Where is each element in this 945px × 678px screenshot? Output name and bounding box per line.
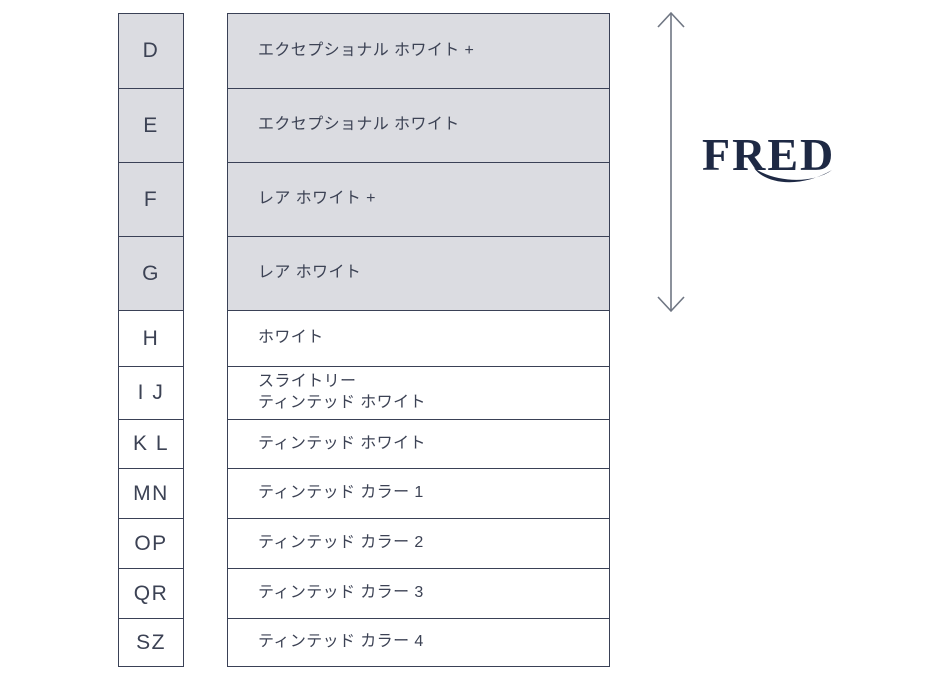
letter-cell-qr: QR bbox=[119, 569, 183, 619]
fred-logo-swash bbox=[754, 168, 832, 183]
letter-cell-h: H bbox=[119, 311, 183, 367]
label-band-f: レア ホワイト + bbox=[228, 163, 609, 237]
double-arrow-icon bbox=[657, 11, 685, 313]
letter-cell-mn: MN bbox=[119, 469, 183, 519]
label-band-e: エクセプショナル ホワイト bbox=[228, 89, 609, 163]
letter-cell-d: D bbox=[119, 14, 183, 89]
label-band-qr: ティンテッド カラー 3 bbox=[228, 569, 609, 619]
label-band-sz: ティンテッド カラー 4 bbox=[228, 619, 609, 666]
letter-cell-ij: I J bbox=[119, 367, 183, 420]
letter-cell-e: E bbox=[119, 89, 183, 163]
label-band-ij: スライトリー ティンテッド ホワイト bbox=[228, 367, 609, 420]
label-band-op: ティンテッド カラー 2 bbox=[228, 519, 609, 569]
label-band-g: レア ホワイト bbox=[228, 237, 609, 311]
letter-cell-sz: SZ bbox=[119, 619, 183, 666]
fred-logo: FRED bbox=[702, 129, 835, 183]
label-band-d: エクセプショナル ホワイト + bbox=[228, 14, 609, 89]
letter-cell-kl: K L bbox=[119, 420, 183, 469]
grade-letter-column: D E F G H I J K L MN OP QR SZ bbox=[118, 13, 184, 667]
fred-logo-text: FRED bbox=[702, 129, 835, 180]
letter-cell-g: G bbox=[119, 237, 183, 311]
label-band-mn: ティンテッド カラー 1 bbox=[228, 469, 609, 519]
letter-cell-f: F bbox=[119, 163, 183, 237]
letter-cell-op: OP bbox=[119, 519, 183, 569]
label-band-h: ホワイト bbox=[228, 311, 609, 367]
grade-label-column: エクセプショナル ホワイト + エクセプショナル ホワイト レア ホワイト + … bbox=[227, 13, 610, 667]
label-band-kl: ティンテッド ホワイト bbox=[228, 420, 609, 469]
